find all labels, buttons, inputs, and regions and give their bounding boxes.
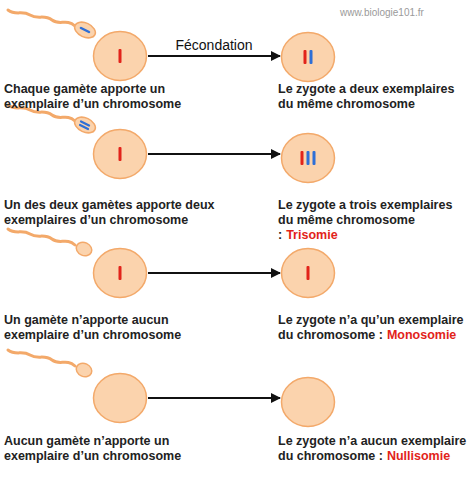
- chromosome: [119, 266, 122, 280]
- chromosome: [310, 50, 313, 64]
- cell-outline: [280, 31, 336, 83]
- arrow-connector: [148, 397, 280, 399]
- caption-text: Un des deux gamètes apporte deux exempla…: [4, 198, 214, 227]
- cell-caption: Aucun gamète n’apporte un exemplaire d’u…: [4, 434, 230, 464]
- cell-outline: [280, 247, 336, 299]
- chromosome: [307, 151, 310, 165]
- cell: Le zygote n’a qu’un exemplaire du chromo…: [280, 247, 336, 299]
- cell: Aucun gamète n’apporte un exemplaire d’u…: [92, 372, 148, 424]
- arrow-connector: [148, 272, 280, 274]
- cell-outline: [92, 372, 148, 424]
- watermark: www.biologie101.fr: [340, 7, 424, 18]
- sperm-cell: [8, 350, 94, 379]
- cell-membrane: [94, 249, 147, 298]
- cell: Le zygote a trois exemplaires du même ch…: [280, 132, 336, 184]
- cell-membrane: [94, 374, 147, 423]
- caption-text: Chaque gamète apporte un exemplaire d’un…: [4, 82, 181, 111]
- chromosome: [119, 49, 122, 63]
- cell-caption: Chaque gamète apporte un exemplaire d’un…: [4, 82, 230, 112]
- caption-text: Un gamète n’apporte aucun exemplaire d’u…: [4, 313, 181, 342]
- cell: Le zygote a deux exemplaires du même chr…: [280, 31, 336, 83]
- cell-membrane: [282, 33, 335, 82]
- cell-membrane: [282, 378, 335, 427]
- sperm-cell: [8, 10, 98, 41]
- arrow-connector: [148, 55, 280, 57]
- cell-caption: Le zygote n’a qu’un exemplaire du chromo…: [278, 313, 470, 343]
- chromosome: [304, 50, 307, 64]
- cell: Un des deux gamètes apporte deux exempla…: [92, 128, 148, 180]
- cell-caption: Un gamète n’apporte aucun exemplaire d’u…: [4, 313, 230, 343]
- caption-text: Le zygote a deux exemplaires du même chr…: [278, 82, 454, 111]
- cell-membrane: [94, 32, 147, 81]
- chromosome: [301, 151, 304, 165]
- cell-caption: Le zygote a deux exemplaires du même chr…: [278, 82, 470, 112]
- chromosome: [313, 151, 316, 165]
- chromosome: [307, 266, 310, 280]
- cell-outline: [92, 30, 148, 82]
- sperm-cell: [8, 229, 94, 258]
- cell-caption: Le zygote a trois exemplaires du même ch…: [278, 198, 470, 243]
- cell-membrane: [282, 249, 335, 298]
- cell-caption: Le zygote n’a aucun exemplaire du chromo…: [278, 434, 470, 464]
- anomaly-name: Trisomie: [286, 228, 337, 242]
- arrow-label: Fécondation: [176, 37, 253, 53]
- cell-outline: [280, 376, 336, 428]
- cell: Un gamète n’apporte aucun exemplaire d’u…: [92, 247, 148, 299]
- chromosome: [119, 147, 122, 161]
- cell-membrane: [94, 130, 147, 179]
- arrow-connector: [148, 153, 280, 155]
- cell: Le zygote n’a aucun exemplaire du chromo…: [280, 376, 336, 428]
- cell-outline: [92, 247, 148, 299]
- cell: Chaque gamète apporte un exemplaire d’un…: [92, 30, 148, 82]
- anomaly-name: Nullisomie: [387, 449, 450, 463]
- anomaly-name: Monosomie: [387, 328, 456, 342]
- cell-membrane: [282, 134, 335, 183]
- caption-text: Aucun gamète n’apporte un exemplaire d’u…: [4, 434, 181, 463]
- cell-outline: [280, 132, 336, 184]
- cell-outline: [92, 128, 148, 180]
- cell-caption: Un des deux gamètes apporte deux exempla…: [4, 198, 230, 228]
